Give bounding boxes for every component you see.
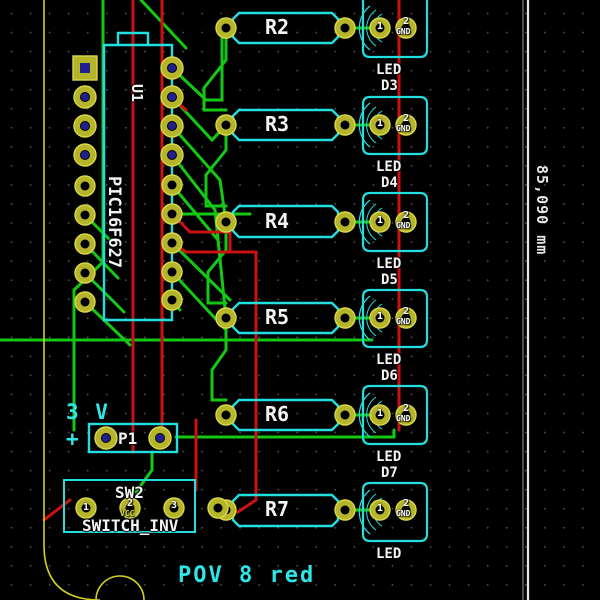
edge-cuts [43, 0, 145, 600]
led-pads [369, 17, 417, 521]
resistor-pads [215, 17, 356, 521]
p1-pads [94, 426, 172, 450]
p1-outline [87, 422, 179, 454]
u1-outline [102, 31, 174, 322]
u1-right-pads [160, 56, 184, 311]
sw2-outline [63, 479, 196, 533]
sw2-pads [75, 497, 229, 519]
u1-left-pads [72, 55, 98, 313]
